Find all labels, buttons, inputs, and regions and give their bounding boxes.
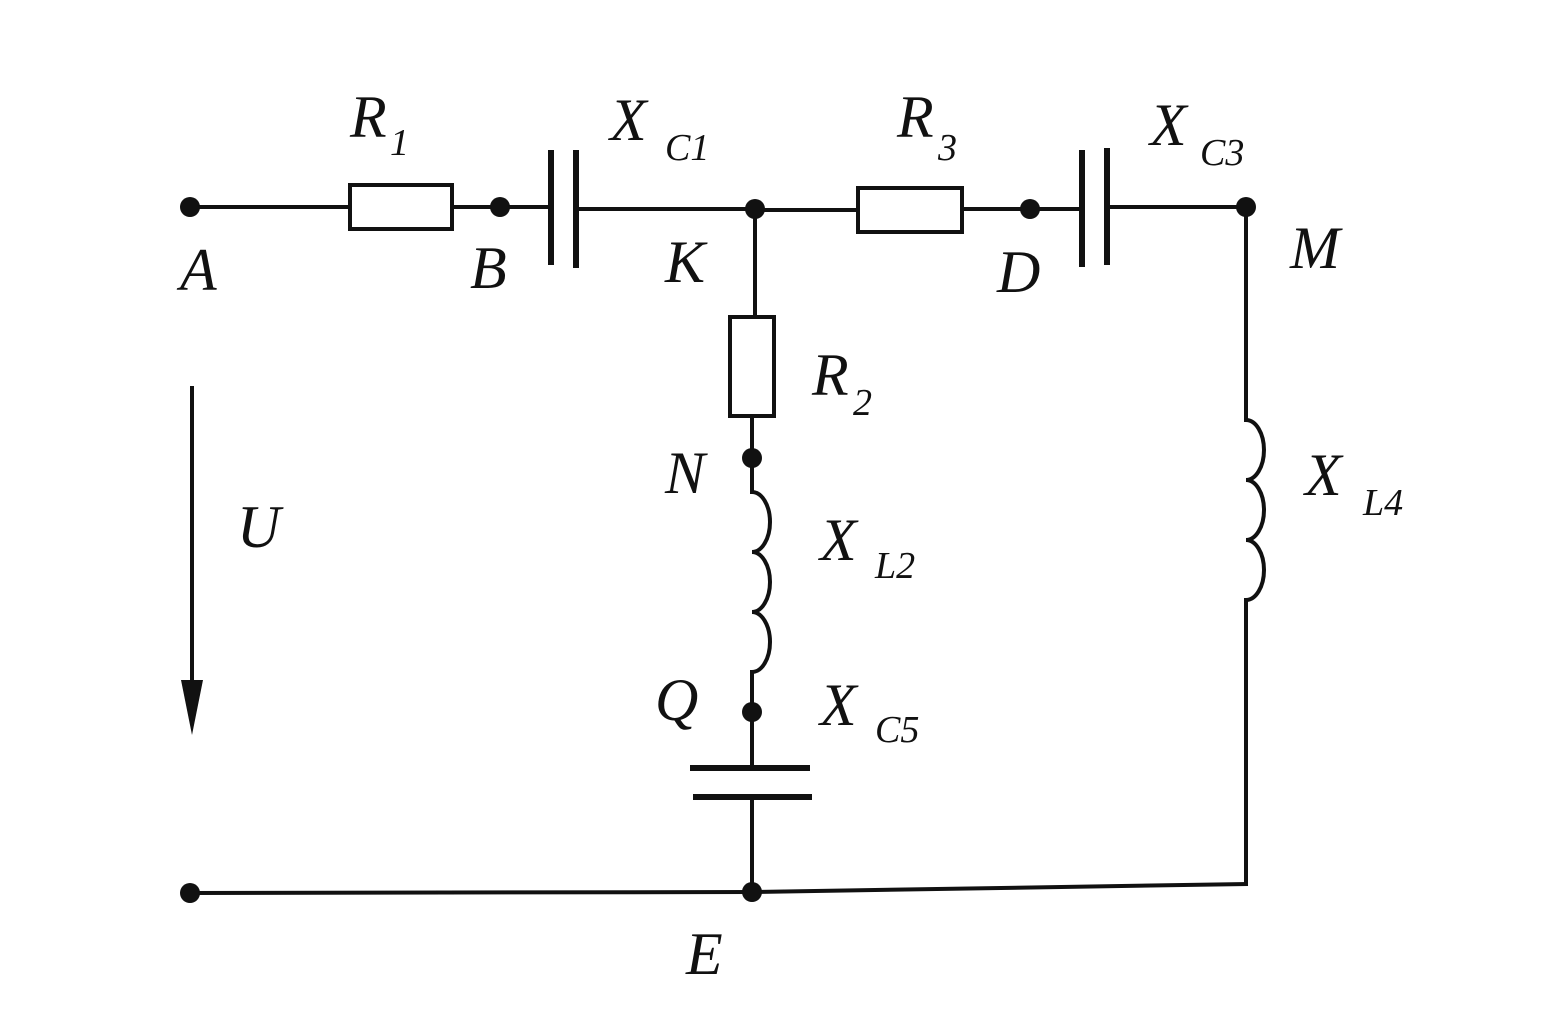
node-a-dot	[180, 197, 200, 217]
label-node-e: E	[685, 921, 723, 987]
label-xl4: X	[1303, 442, 1344, 508]
label-xc1-sub: C1	[665, 127, 709, 169]
label-node-d: D	[996, 239, 1040, 305]
label-r3: R	[896, 84, 934, 150]
label-voltage: U	[237, 494, 284, 560]
label-xl4-sub: L4	[1362, 482, 1403, 524]
label-node-a: A	[176, 237, 217, 303]
wire-bottom-right	[749, 881, 1249, 895]
label-r1: R	[349, 84, 387, 150]
node-q-dot	[742, 702, 762, 722]
label-node-q: Q	[655, 667, 698, 733]
label-node-n: N	[664, 440, 708, 506]
node-d-dot	[1020, 199, 1040, 219]
resistor-r2	[728, 315, 776, 418]
node-e-dot	[742, 882, 762, 902]
resistor-r1	[348, 183, 454, 231]
voltage-arrow-head	[181, 680, 203, 735]
node-e-left-dot	[180, 883, 200, 903]
resistor-r3	[856, 186, 964, 234]
inductor-xl4	[1245, 418, 1266, 602]
node-k-dot	[745, 199, 765, 219]
label-r3-sub: 3	[937, 127, 957, 169]
node-m-dot	[1236, 197, 1256, 217]
label-xc5: X	[818, 672, 859, 738]
label-xc3: X	[1148, 92, 1189, 158]
label-node-k: K	[664, 229, 708, 295]
label-node-b: B	[470, 235, 507, 301]
wire-bottom	[187, 889, 755, 896]
label-node-m: M	[1289, 215, 1343, 281]
label-r1-sub: 1	[390, 122, 409, 164]
label-xl2-sub: L2	[874, 545, 915, 587]
node-b-dot	[490, 197, 510, 217]
label-r2-sub: 2	[853, 382, 872, 424]
node-n-dot	[742, 448, 762, 468]
inductor-xl2	[751, 490, 772, 674]
label-xl2: X	[818, 507, 859, 573]
label-xc3-sub: C3	[1200, 132, 1244, 174]
label-xc1: X	[608, 87, 649, 153]
label-xc5-sub: C5	[875, 709, 919, 751]
label-r2: R	[811, 342, 849, 408]
